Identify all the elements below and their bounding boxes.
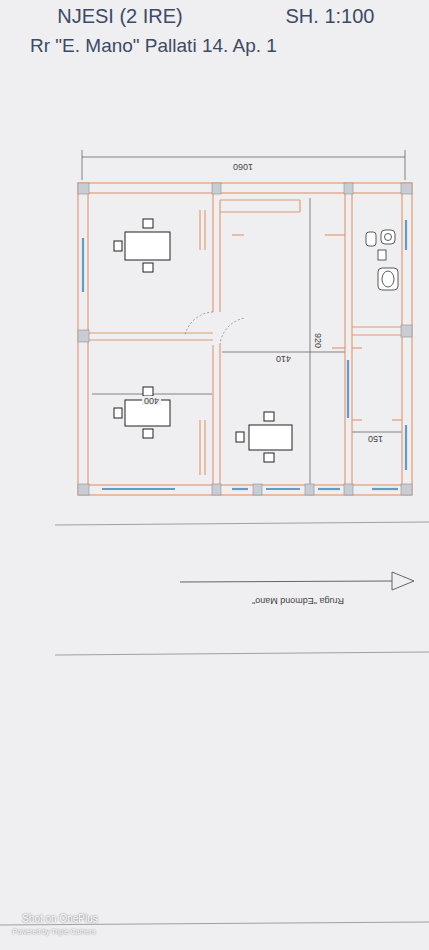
furniture [114, 219, 292, 462]
unit-heading: NJESI (2 IRE) [57, 6, 183, 26]
dimension: 1060 [231, 162, 255, 171]
street-lines [0, 522, 429, 925]
bathroom-fixtures [366, 230, 398, 290]
door-swings [185, 312, 245, 345]
dimension: 150 [366, 434, 385, 443]
camera-watermark: Powered by Triple Camera [13, 928, 96, 935]
address-title: Rr "E. Mano" Pallati 14. Ap. 1 [30, 36, 277, 55]
columns [78, 183, 412, 495]
walls [78, 183, 412, 495]
dimension: 920 [314, 330, 323, 349]
windows [83, 220, 406, 489]
camera-watermark: Shot on OnePlus [22, 914, 98, 924]
scale-label: SH. 1:100 [286, 6, 375, 26]
street-arrow [180, 572, 414, 590]
dimension: 400 [142, 396, 161, 405]
dimension-lines [82, 150, 405, 485]
street-name: Rruga "Edmond Mano" [250, 596, 346, 605]
dimension: 410 [274, 354, 293, 363]
